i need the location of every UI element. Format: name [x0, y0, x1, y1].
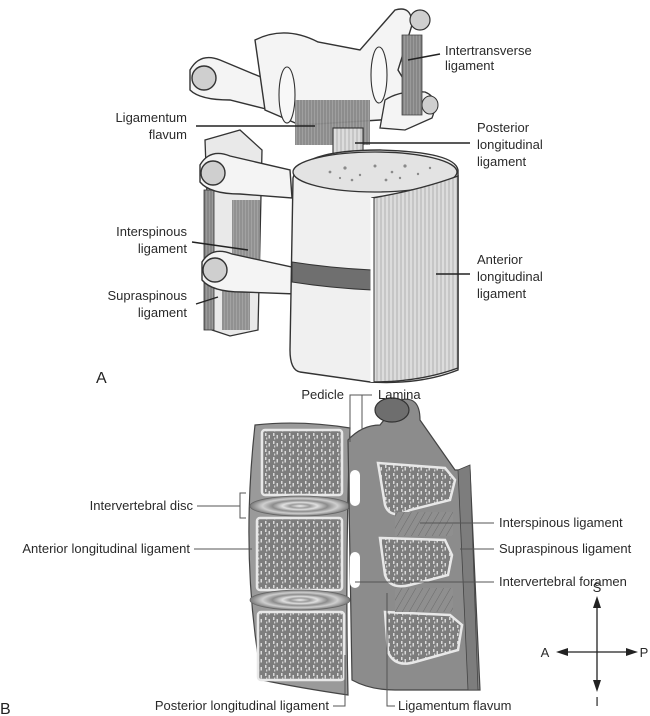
label-ligamentum-flavum: Ligamentum flavum — [398, 698, 511, 713]
arrow-right-icon — [626, 648, 638, 656]
intervertebral-disc-lower — [249, 589, 351, 611]
label-interspinous-ligament: Interspinous ligament — [499, 515, 623, 530]
panel-b-illustration — [248, 397, 481, 696]
transverse-process-tip — [409, 9, 431, 31]
interspinous-ligament-shape — [232, 200, 260, 260]
intertransverse-ligament-shape — [401, 34, 423, 116]
label-pedicle: Pedicle — [301, 387, 344, 402]
label-interspinous-ligament-line2: ligament — [138, 241, 188, 256]
arrow-up-icon — [593, 596, 601, 608]
endplate-speckles — [328, 164, 432, 182]
interspinous-ligament-b — [395, 588, 453, 612]
articular-facet — [278, 66, 296, 124]
anterior-longitudinal-ligament-shape — [371, 174, 459, 383]
vertebral-body-middle — [255, 516, 344, 592]
foramen — [350, 470, 360, 506]
spinous-process-lower — [383, 610, 464, 665]
label-ligamentum-flavum-line1: Ligamentum — [115, 110, 187, 125]
transverse-process-tip — [200, 160, 226, 186]
label-ligamentum-flavum-line2: flavum — [149, 127, 187, 142]
vertebral-body-upper — [260, 428, 344, 497]
interspinous-ligament-b — [395, 512, 453, 536]
vertebral-body-lower — [256, 610, 346, 682]
lamina-top — [374, 397, 410, 423]
label-posterior-longitudinal-ligament-line3: ligament — [477, 154, 527, 169]
articular-facet — [370, 46, 388, 104]
label-intervertebral-foramen: Intervertebral foramen — [499, 574, 627, 589]
panel-b-letter: B — [0, 701, 11, 716]
label-intertransverse-ligament-line1: Intertransverse — [445, 43, 532, 58]
panel-a-illustration — [189, 8, 459, 384]
transverse-process-tip — [202, 257, 228, 283]
arrow-left-icon — [556, 648, 568, 656]
panel-b-leaders — [194, 394, 494, 707]
compass-anterior: A — [541, 645, 550, 660]
interspinous-ligament-lower — [222, 290, 250, 330]
label-anterior-longitudinal-ligament-line3: ligament — [477, 286, 527, 301]
compass-superior: S — [593, 580, 602, 595]
supraspinous-ligament-b — [457, 464, 479, 691]
label-posterior-longitudinal-ligament: Posterior longitudinal ligament — [155, 698, 330, 713]
arrow-down-icon — [593, 680, 601, 692]
label-intervertebral-disc: Intervertebral disc — [90, 498, 194, 513]
panel-a-letter: A — [96, 370, 107, 387]
label-supraspinous-ligament-line1: Supraspinous — [108, 288, 188, 303]
spinous-process-middle — [378, 536, 454, 588]
label-posterior-longitudinal-ligament-line1: Posterior — [477, 120, 530, 135]
foramen — [350, 552, 360, 588]
panel-a-leaders — [191, 53, 470, 305]
label-anterior-longitudinal-ligament: Anterior longitudinal ligament — [22, 541, 190, 556]
label-intertransverse-ligament-line2: ligament — [445, 58, 495, 73]
label-supraspinous-ligament-line2: ligament — [138, 305, 188, 320]
label-anterior-longitudinal-ligament-line1: Anterior — [477, 252, 523, 267]
transverse-process-tip — [421, 95, 439, 115]
label-interspinous-ligament-line1: Interspinous — [116, 224, 187, 239]
transverse-process-tip — [191, 65, 217, 91]
vertebral-endplate — [292, 151, 458, 193]
intervertebral-disc-upper — [249, 495, 351, 517]
compass-posterior: P — [640, 645, 649, 660]
orientation-compass — [556, 596, 638, 692]
label-supraspinous-ligament: Supraspinous ligament — [499, 541, 632, 556]
label-posterior-longitudinal-ligament-line2: longitudinal — [477, 137, 543, 152]
label-lamina: Lamina — [378, 387, 421, 402]
compass-inferior: I — [595, 694, 599, 709]
label-anterior-longitudinal-ligament-line2: longitudinal — [477, 269, 543, 284]
